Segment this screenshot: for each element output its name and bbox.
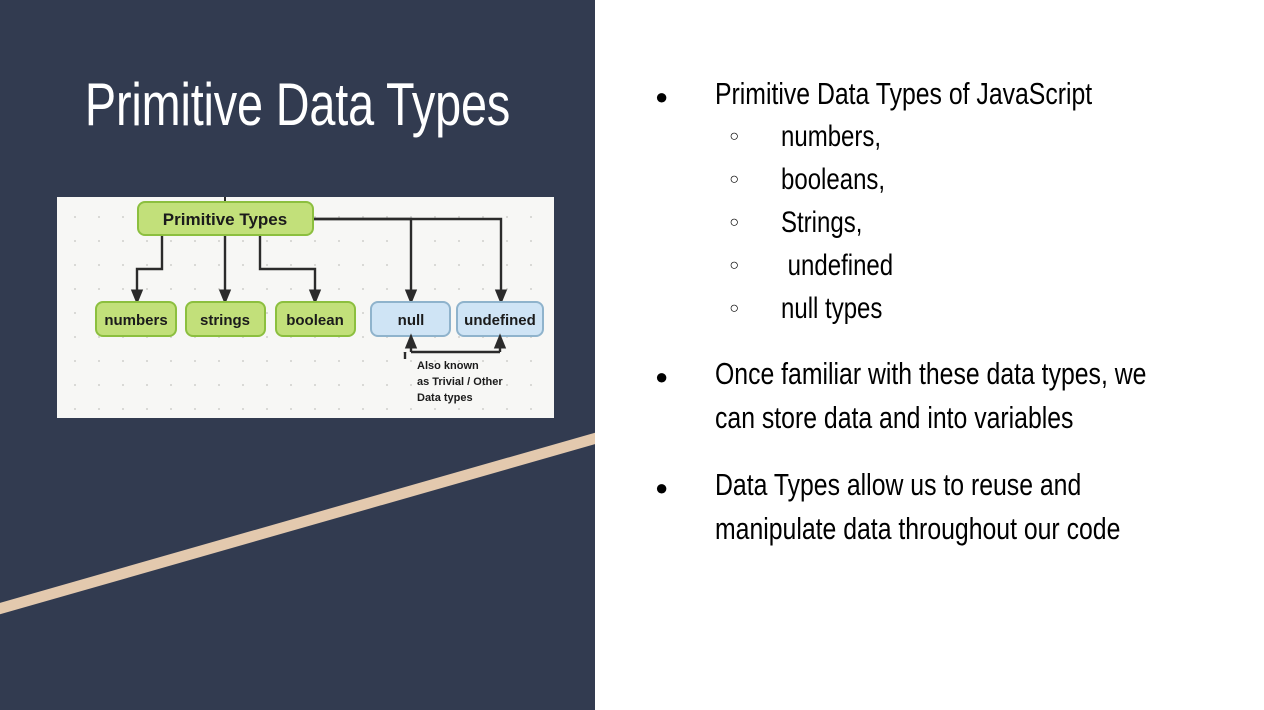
bullet-circle-icon xyxy=(655,202,781,231)
list-item-label: null types xyxy=(781,291,883,325)
bullet-disc-icon xyxy=(655,72,715,108)
diagonal-accent-line xyxy=(0,432,595,615)
list-item: numbers, xyxy=(655,116,1255,159)
bullet-disc-icon xyxy=(655,352,715,388)
bullet-group: Once familiar with these data types, we … xyxy=(655,352,1255,440)
list-item-label: numbers, xyxy=(781,120,882,154)
list-item: Once familiar with these data types, we … xyxy=(655,352,1255,440)
left-title-panel: Primitive Data Types xyxy=(0,0,595,710)
diagram-note-line-2: as Trivial / Other xyxy=(417,376,503,388)
page-title: Primitive Data Types xyxy=(84,71,511,138)
diagram-root-label: Primitive Types xyxy=(163,210,287,229)
diagram-leaf-label-numbers: numbers xyxy=(104,312,167,329)
list-item-label: Primitive Data Types of JavaScript xyxy=(715,76,1093,111)
bullet-circle-icon xyxy=(655,245,781,274)
list-item-label: Once familiar with these data types, we … xyxy=(715,356,1154,436)
diagram-node-strings: strings xyxy=(185,301,266,337)
diagram-node-null: null xyxy=(370,301,451,337)
diagram-leaf-label-undefined: undefined xyxy=(464,312,536,329)
diagram-svg: Primitive Types numbers strings boolean xyxy=(95,197,544,404)
list-item-label: undefined xyxy=(781,248,894,282)
bullet-list: Primitive Data Types of JavaScript numbe… xyxy=(655,72,1255,551)
list-item: null types xyxy=(655,288,1255,331)
diagram-note-line-3: Data types xyxy=(417,392,473,404)
list-item: undefined xyxy=(655,245,1255,288)
diagram-note-line-1: Also known xyxy=(417,360,479,372)
diagram-leaf-label-boolean: boolean xyxy=(286,312,344,329)
diagram-node-numbers: numbers xyxy=(95,301,177,337)
bullet-disc-icon xyxy=(655,463,715,499)
list-item-label: Data Types allow us to reuse and manipul… xyxy=(715,466,1121,546)
right-content-panel: Primitive Data Types of JavaScript numbe… xyxy=(595,0,1264,710)
diagram-node-root: Primitive Types xyxy=(137,201,314,236)
bullet-group: Primitive Data Types of JavaScript numbe… xyxy=(655,72,1255,330)
diagram-leaf-label-strings: strings xyxy=(200,312,250,329)
list-item-label: booleans, xyxy=(781,162,886,196)
primitive-types-diagram: Primitive Types numbers strings boolean xyxy=(57,197,554,418)
diagram-node-undefined: undefined xyxy=(456,301,544,337)
bullet-circle-icon xyxy=(655,288,781,317)
bullet-circle-icon xyxy=(655,116,781,145)
bullet-group: Data Types allow us to reuse and manipul… xyxy=(655,463,1255,551)
list-item: Primitive Data Types of JavaScript xyxy=(655,72,1255,116)
diagram-leaf-label-null: null xyxy=(398,312,425,329)
bullet-circle-icon xyxy=(655,159,781,188)
diagram-trivial-bracket xyxy=(403,333,507,359)
list-item: Strings, xyxy=(655,202,1255,245)
list-item: Data Types allow us to reuse and manipul… xyxy=(655,463,1255,551)
list-item: booleans, xyxy=(655,159,1255,202)
diagram-node-boolean: boolean xyxy=(275,301,356,337)
list-item-label: Strings, xyxy=(781,205,863,239)
